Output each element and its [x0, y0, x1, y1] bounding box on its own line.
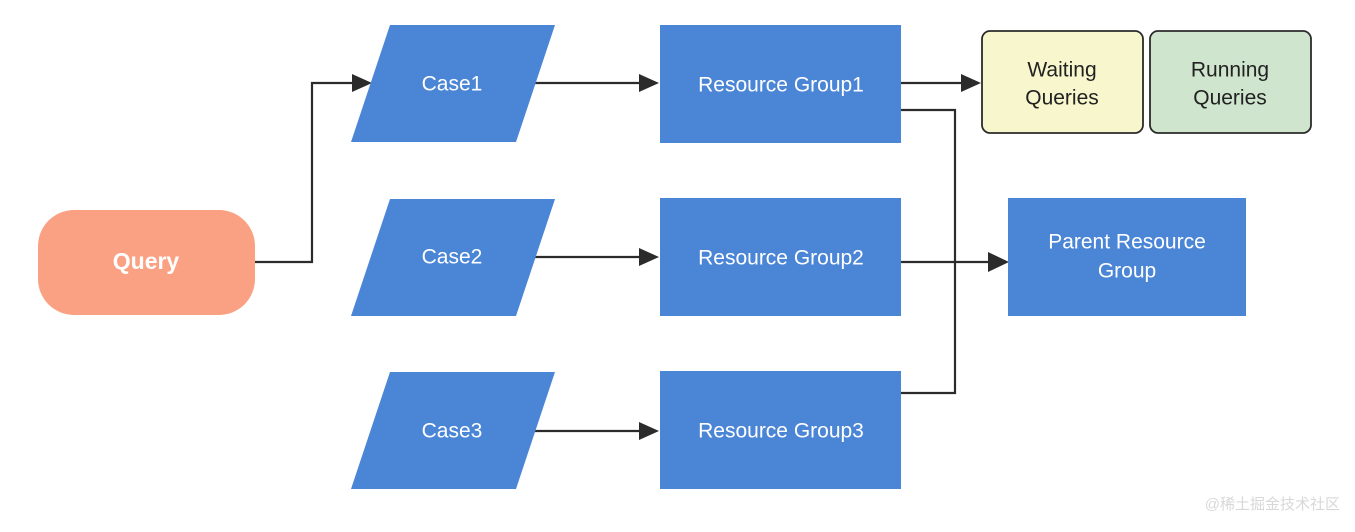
waiting-queries-label-line2: Queries	[1025, 87, 1099, 110]
case2-shape	[351, 199, 555, 316]
node-case1[interactable]: Case1	[351, 25, 555, 142]
query-label: Query	[113, 248, 180, 274]
edge-rg3-to-parent-trunk	[901, 262, 957, 395]
waiting-queries-shape	[981, 30, 1144, 134]
resource-group2-label: Resource Group2	[698, 247, 864, 270]
running-queries-shape	[1149, 30, 1312, 134]
node-query[interactable]: Query	[38, 210, 255, 315]
node-case3[interactable]: Case3	[351, 372, 555, 489]
resource-group3-label: Resource Group3	[698, 420, 864, 443]
node-parent-resource-group[interactable]: Parent Resource Group	[1008, 198, 1246, 316]
case1-shape	[351, 25, 555, 142]
parent-resource-group-label-line1: Parent Resource	[1048, 231, 1206, 254]
node-resource-group2[interactable]: Resource Group2	[660, 198, 901, 316]
arrowhead-case3-to-rg3	[639, 422, 659, 440]
arrowhead-rg1-to-waiting-queries	[961, 74, 981, 92]
case1-label: Case1	[422, 73, 483, 96]
arrowhead-case2-to-rg2	[639, 248, 659, 266]
node-resource-group1[interactable]: Resource Group1	[660, 25, 901, 143]
running-queries-label-line2: Queries	[1193, 87, 1267, 110]
edge-rg1-to-parent-trunk	[901, 108, 957, 262]
case3-label: Case3	[422, 420, 483, 443]
edge-query-to-case1	[255, 81, 352, 264]
running-queries-label-line1: Running	[1191, 59, 1269, 82]
parent-resource-group-label-line2: Group	[1098, 260, 1156, 283]
case3-shape	[351, 372, 555, 489]
query-shape	[38, 210, 255, 315]
arrowhead-case1-to-rg1	[639, 74, 659, 92]
resource-group3-shape	[660, 371, 901, 489]
parent-resource-group-shape	[1008, 198, 1246, 316]
waiting-queries-label-line1: Waiting	[1027, 59, 1096, 82]
edges-layer	[255, 74, 1009, 440]
resource-group1-label: Resource Group1	[698, 74, 864, 97]
resource-group2-shape	[660, 198, 901, 316]
node-case2[interactable]: Case2	[351, 199, 555, 316]
node-resource-group3[interactable]: Resource Group3	[660, 371, 901, 489]
arrowhead-to-parent-resource-group	[988, 252, 1009, 272]
node-waiting-queries[interactable]: Waiting Queries	[981, 30, 1144, 134]
resource-group1-shape	[660, 25, 901, 143]
watermark-text: @稀土掘金技术社区	[1205, 496, 1340, 513]
case2-label: Case2	[422, 246, 483, 269]
node-running-queries[interactable]: Running Queries	[1149, 30, 1312, 134]
arrowhead-query-to-case1	[352, 74, 372, 92]
